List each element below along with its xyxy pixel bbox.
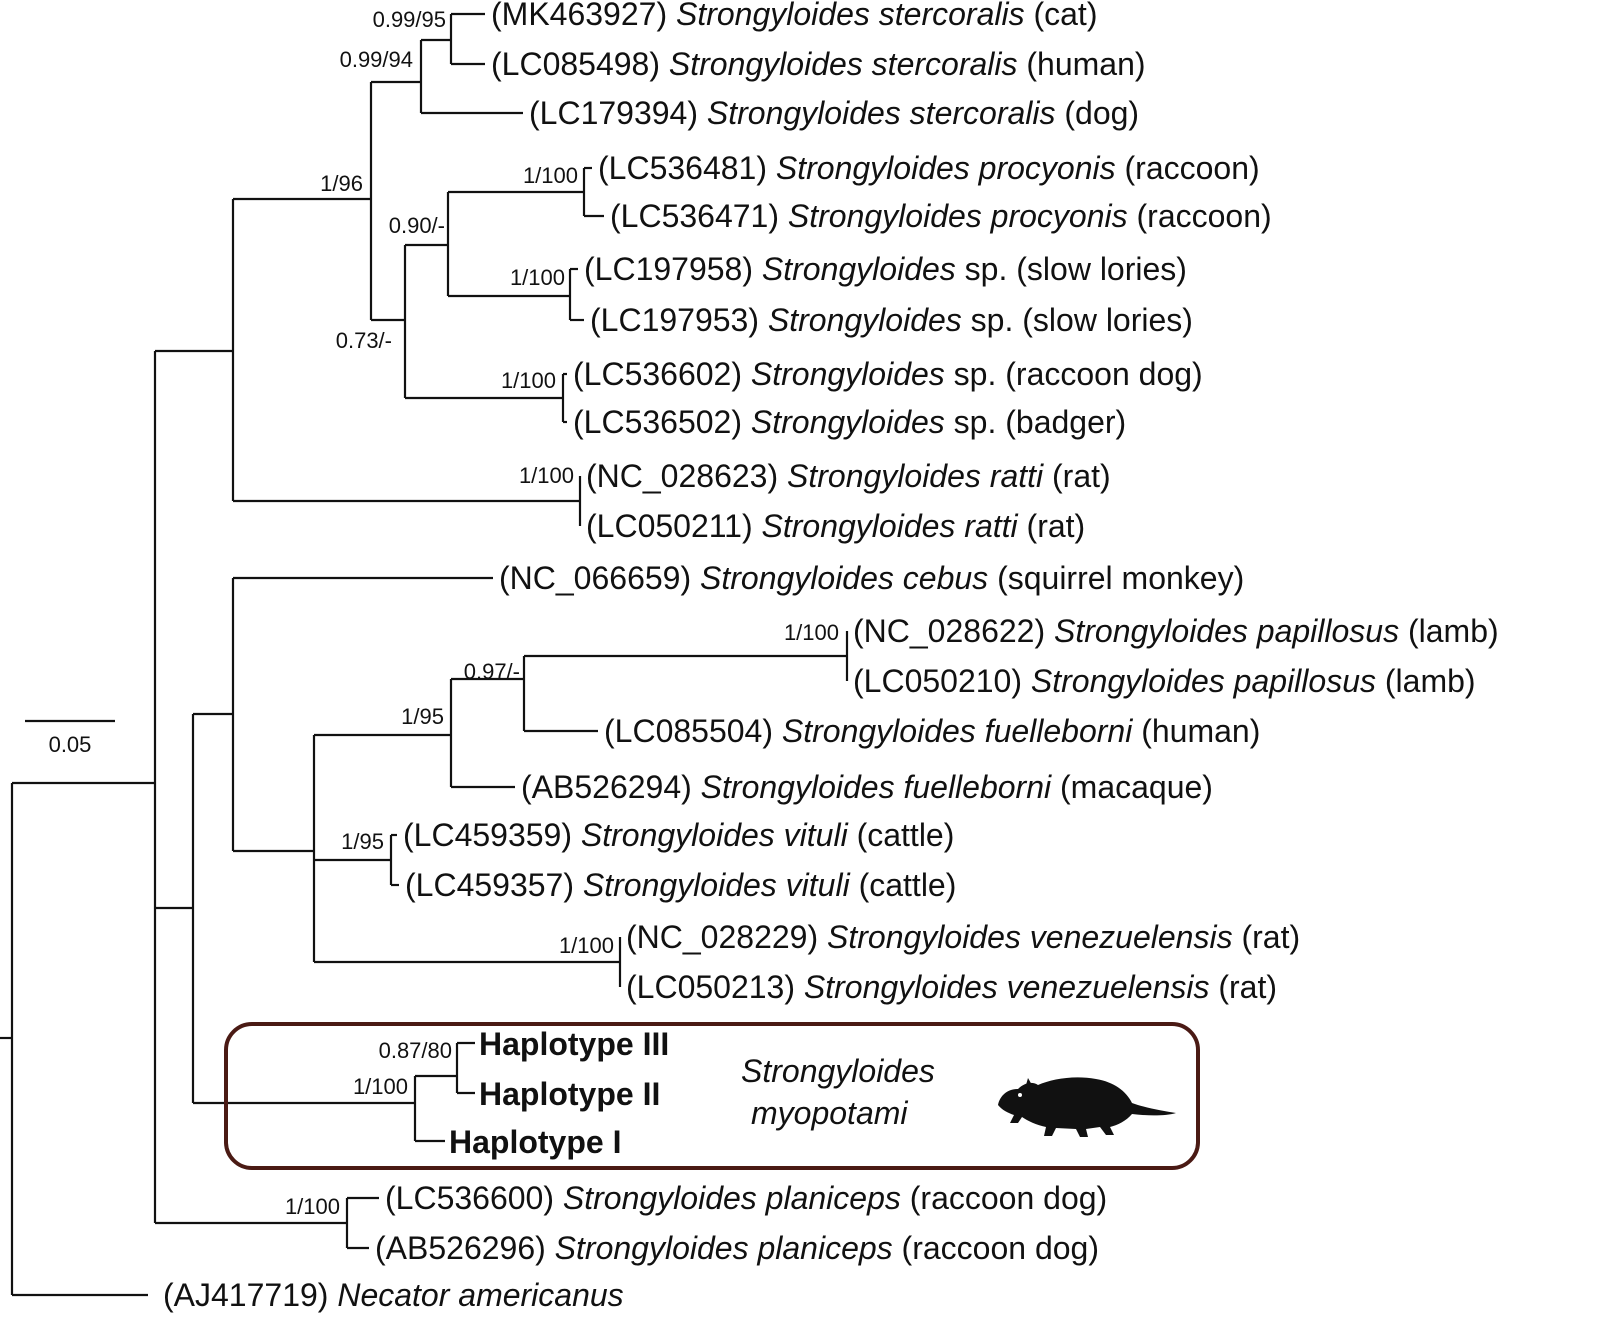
support-value: 1/95 (401, 704, 444, 729)
tip-label: (LC459359) Strongyloides vituli (cattle) (403, 817, 954, 853)
support-value: 1/96 (320, 171, 363, 196)
tip-label: (AB526294) Strongyloides fuelleborni (ma… (521, 769, 1213, 805)
haplotype-group: Haplotype III Haplotype II Haplotype I S… (224, 1022, 1200, 1170)
support-value: 0.90/- (389, 213, 445, 238)
support-value: 1/100 (353, 1074, 408, 1099)
tip-label: (LC050213) Strongyloides venezuelensis (… (626, 969, 1277, 1005)
haplotype-highlight-box (224, 1022, 1200, 1170)
tree-branches (0, 12, 849, 1297)
support-value: 0.99/95 (373, 7, 446, 32)
support-value: 1/100 (510, 265, 565, 290)
tip-label: (NC_028623) Strongyloides ratti (rat) (586, 458, 1111, 494)
scale-bar: 0.05 (25, 719, 115, 757)
support-values: 0.99/95 0.99/94 1/96 1/100 0.90/- 1/100 … (285, 7, 839, 1219)
tip-label-outgroup: (AJ417719) Necator americanus (163, 1277, 624, 1313)
support-value: 1/100 (285, 1194, 340, 1219)
tip-label: (AB526296) Strongyloides planiceps (racc… (375, 1230, 1099, 1266)
support-value: 0.97/- (464, 659, 520, 684)
tip-label: (LC536600) Strongyloides planiceps (racc… (385, 1180, 1107, 1216)
tip-label: (LC536502) Strongyloides sp. (badger) (573, 404, 1126, 440)
group-label-species: myopotami (751, 1095, 908, 1131)
support-value: 1/100 (559, 933, 614, 958)
tip-label: (LC050211) Strongyloides ratti (rat) (586, 508, 1085, 544)
tip-label: (NC_028229) Strongyloides venezuelensis … (626, 919, 1300, 955)
scale-bar-label: 0.05 (49, 732, 92, 757)
tip-label: (NC_066659) Strongyloides cebus (squirre… (499, 560, 1244, 596)
tip-label: (LC536602) Strongyloides sp. (raccoon do… (573, 356, 1203, 392)
tip-label: (LC050210) Strongyloides papillosus (lam… (853, 663, 1476, 699)
tip-label: (LC536471) Strongyloides procyonis (racc… (610, 198, 1272, 234)
support-value: 1/100 (519, 463, 574, 488)
support-value: 1/100 (784, 620, 839, 645)
tip-label: (LC085498) Strongyloides stercoralis (hu… (491, 46, 1146, 82)
tip-label: (LC536481) Strongyloides procyonis (racc… (598, 150, 1260, 186)
coypu-silhouette-icon (998, 1077, 1176, 1137)
haplotype-label: Haplotype II (479, 1076, 660, 1112)
support-value: 1/100 (501, 368, 556, 393)
tip-label: (LC197953) Strongyloides sp. (slow lorie… (590, 302, 1193, 338)
tip-label: (LC459357) Strongyloides vituli (cattle) (405, 867, 956, 903)
tip-label: (MK463927) Strongyloides stercoralis (ca… (491, 0, 1097, 32)
support-value: 1/100 (523, 163, 578, 188)
haplotype-label: Haplotype III (479, 1026, 669, 1062)
tip-label: (LC197958) Strongyloides sp. (slow lorie… (584, 251, 1187, 287)
group-label-genus: Strongyloides (741, 1053, 935, 1089)
tip-label: (LC085504) Strongyloides fuelleborni (hu… (604, 713, 1260, 749)
tip-labels: (MK463927) Strongyloides stercoralis (ca… (163, 0, 1499, 1313)
haplotype-label: Haplotype I (449, 1124, 621, 1160)
tip-label: (LC179394) Strongyloides stercoralis (do… (529, 95, 1139, 131)
support-value: 0.99/94 (340, 47, 413, 72)
tip-label: (NC_028622) Strongyloides papillosus (la… (853, 613, 1499, 649)
support-value: 0.87/80 (379, 1038, 452, 1063)
support-value: 0.73/- (336, 328, 392, 353)
support-value: 1/95 (341, 829, 384, 854)
